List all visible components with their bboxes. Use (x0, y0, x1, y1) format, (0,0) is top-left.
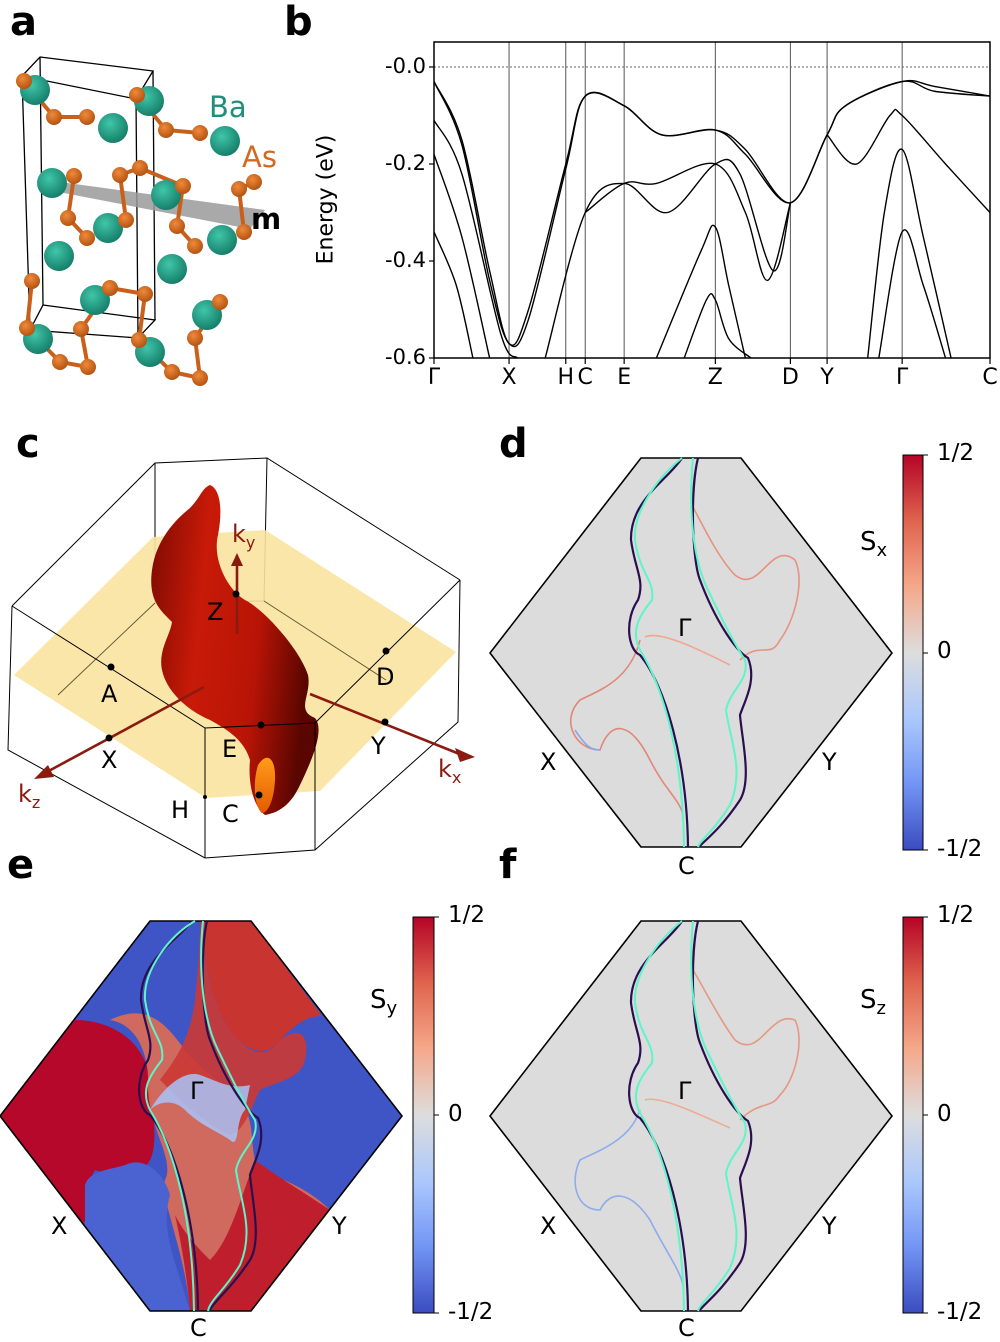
x-tick-label: C (577, 365, 593, 390)
d-cbar-tick-top: 1/2 (937, 440, 975, 466)
y-tick-label: -0.0 (385, 54, 426, 78)
crystal-structure (16, 56, 265, 386)
spin-map-sx (488, 454, 928, 851)
x-tick-label: Z (707, 365, 723, 390)
spin-map-sy (0, 916, 439, 1314)
panel-a-letter: a (10, 0, 37, 45)
axis-label-kz: kz (18, 780, 41, 812)
d-cbar-tick-bottom: -1/2 (937, 836, 983, 862)
d-label-x: X (540, 748, 557, 776)
x-tick-label: Γ (427, 365, 441, 390)
y-tick-label: -0.4 (385, 248, 426, 272)
panel-c-letter: c (16, 421, 40, 467)
bz-point-d: D (376, 663, 395, 691)
mirror-plane-label: m (251, 202, 282, 236)
band-line (826, 108, 990, 213)
d-label-c: C (678, 852, 695, 880)
panel-f-letter: f (499, 842, 517, 888)
as-atoms (16, 73, 262, 386)
panel-d-letter: d (499, 421, 528, 467)
f-label-gamma: Γ (678, 1077, 692, 1105)
d-label-y: Y (822, 748, 837, 776)
axis-label-kx: kx (438, 755, 462, 787)
bz-point-y: Y (371, 732, 386, 760)
e-cbar-tick-top: 1/2 (448, 902, 486, 928)
spin-map-sz (488, 916, 928, 1314)
f-cbar-tick-bottom: -1/2 (937, 1299, 983, 1325)
bz-point-e: E (222, 735, 238, 763)
x-tick-label: C (982, 365, 998, 390)
mirror-plane (38, 182, 265, 229)
fermi-surface-pocket (151, 485, 319, 815)
axis-label-ky: ky (232, 520, 256, 552)
band-line (434, 80, 990, 348)
e-cbar-tick-bottom: -1/2 (448, 1299, 494, 1325)
x-tick-label: H (557, 365, 575, 390)
band-line (866, 148, 952, 358)
f-label-x: X (540, 1212, 557, 1240)
f-cbar-tick-top: 1/2 (937, 902, 975, 928)
band-line (434, 231, 474, 358)
f-cbar-tick-mid: 0 (937, 1101, 952, 1127)
ba-atoms (20, 75, 240, 367)
e-label-c: C (190, 1314, 207, 1342)
bz-point-h: H (171, 796, 190, 824)
band-structure-plot (429, 41, 991, 364)
e-label-y: Y (332, 1212, 347, 1240)
y-tick-label: -0.2 (385, 151, 426, 175)
as-legend-label: As (242, 140, 277, 174)
e-component-label: Sy (370, 985, 398, 1020)
bz-point-c: C (222, 800, 239, 828)
y-tick-label: -0.6 (385, 345, 426, 369)
x-tick-label: X (501, 365, 517, 390)
panel-b-letter: b (284, 0, 313, 45)
x-tick-label: E (617, 365, 632, 390)
band-line (878, 229, 947, 358)
e-label-x: X (51, 1212, 68, 1240)
bz-point-z: Z (207, 598, 224, 626)
bz-point-a: A (101, 680, 118, 708)
fermi-surface-3d (7, 457, 475, 859)
bz-point-x: X (101, 746, 118, 774)
band-line (434, 154, 491, 358)
band-line (584, 162, 792, 282)
x-tick-label: D (781, 365, 799, 390)
d-component-label: Sx (860, 527, 888, 562)
band-line (434, 120, 518, 358)
f-component-label: Sz (860, 985, 886, 1020)
e-label-gamma: Γ (190, 1077, 204, 1105)
band-line (683, 293, 752, 358)
f-label-c: C (678, 1314, 695, 1342)
panel-e-letter: e (7, 842, 35, 888)
band-line (544, 158, 792, 358)
d-cbar-tick-mid: 0 (937, 638, 952, 664)
ba-legend-label: Ba (209, 90, 247, 124)
e-cbar-tick-mid: 0 (448, 1101, 463, 1127)
x-tick-label: Γ (896, 365, 909, 390)
d-label-gamma: Γ (678, 614, 692, 642)
f-label-y: Y (822, 1212, 837, 1240)
x-tick-label: Y (820, 365, 834, 390)
band-line (655, 224, 747, 358)
